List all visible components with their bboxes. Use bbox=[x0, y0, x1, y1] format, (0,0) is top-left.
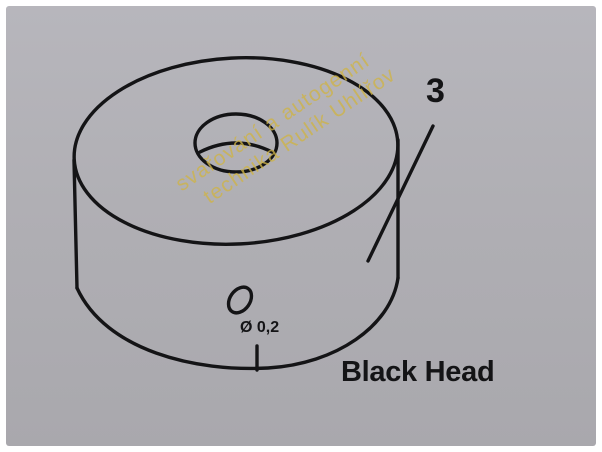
cylinder-head-drawing bbox=[72, 56, 435, 372]
technical-drawing-photo: svařování a autogenní technika Rulík Uhl… bbox=[6, 6, 596, 446]
leader-line bbox=[366, 124, 435, 263]
cylinder-top-ellipse bbox=[72, 56, 400, 246]
part-number-label: 3 bbox=[426, 72, 445, 110]
center-hole-inner-edge bbox=[198, 141, 274, 154]
radial-hole bbox=[226, 285, 254, 315]
cylinder-left-wall bbox=[72, 158, 79, 290]
cylinder-bottom-curve bbox=[75, 276, 400, 371]
hole-diameter-label: Ø 0,2 bbox=[240, 319, 280, 336]
part-caption: Black Head bbox=[341, 356, 495, 388]
center-hole-outer bbox=[193, 112, 279, 174]
